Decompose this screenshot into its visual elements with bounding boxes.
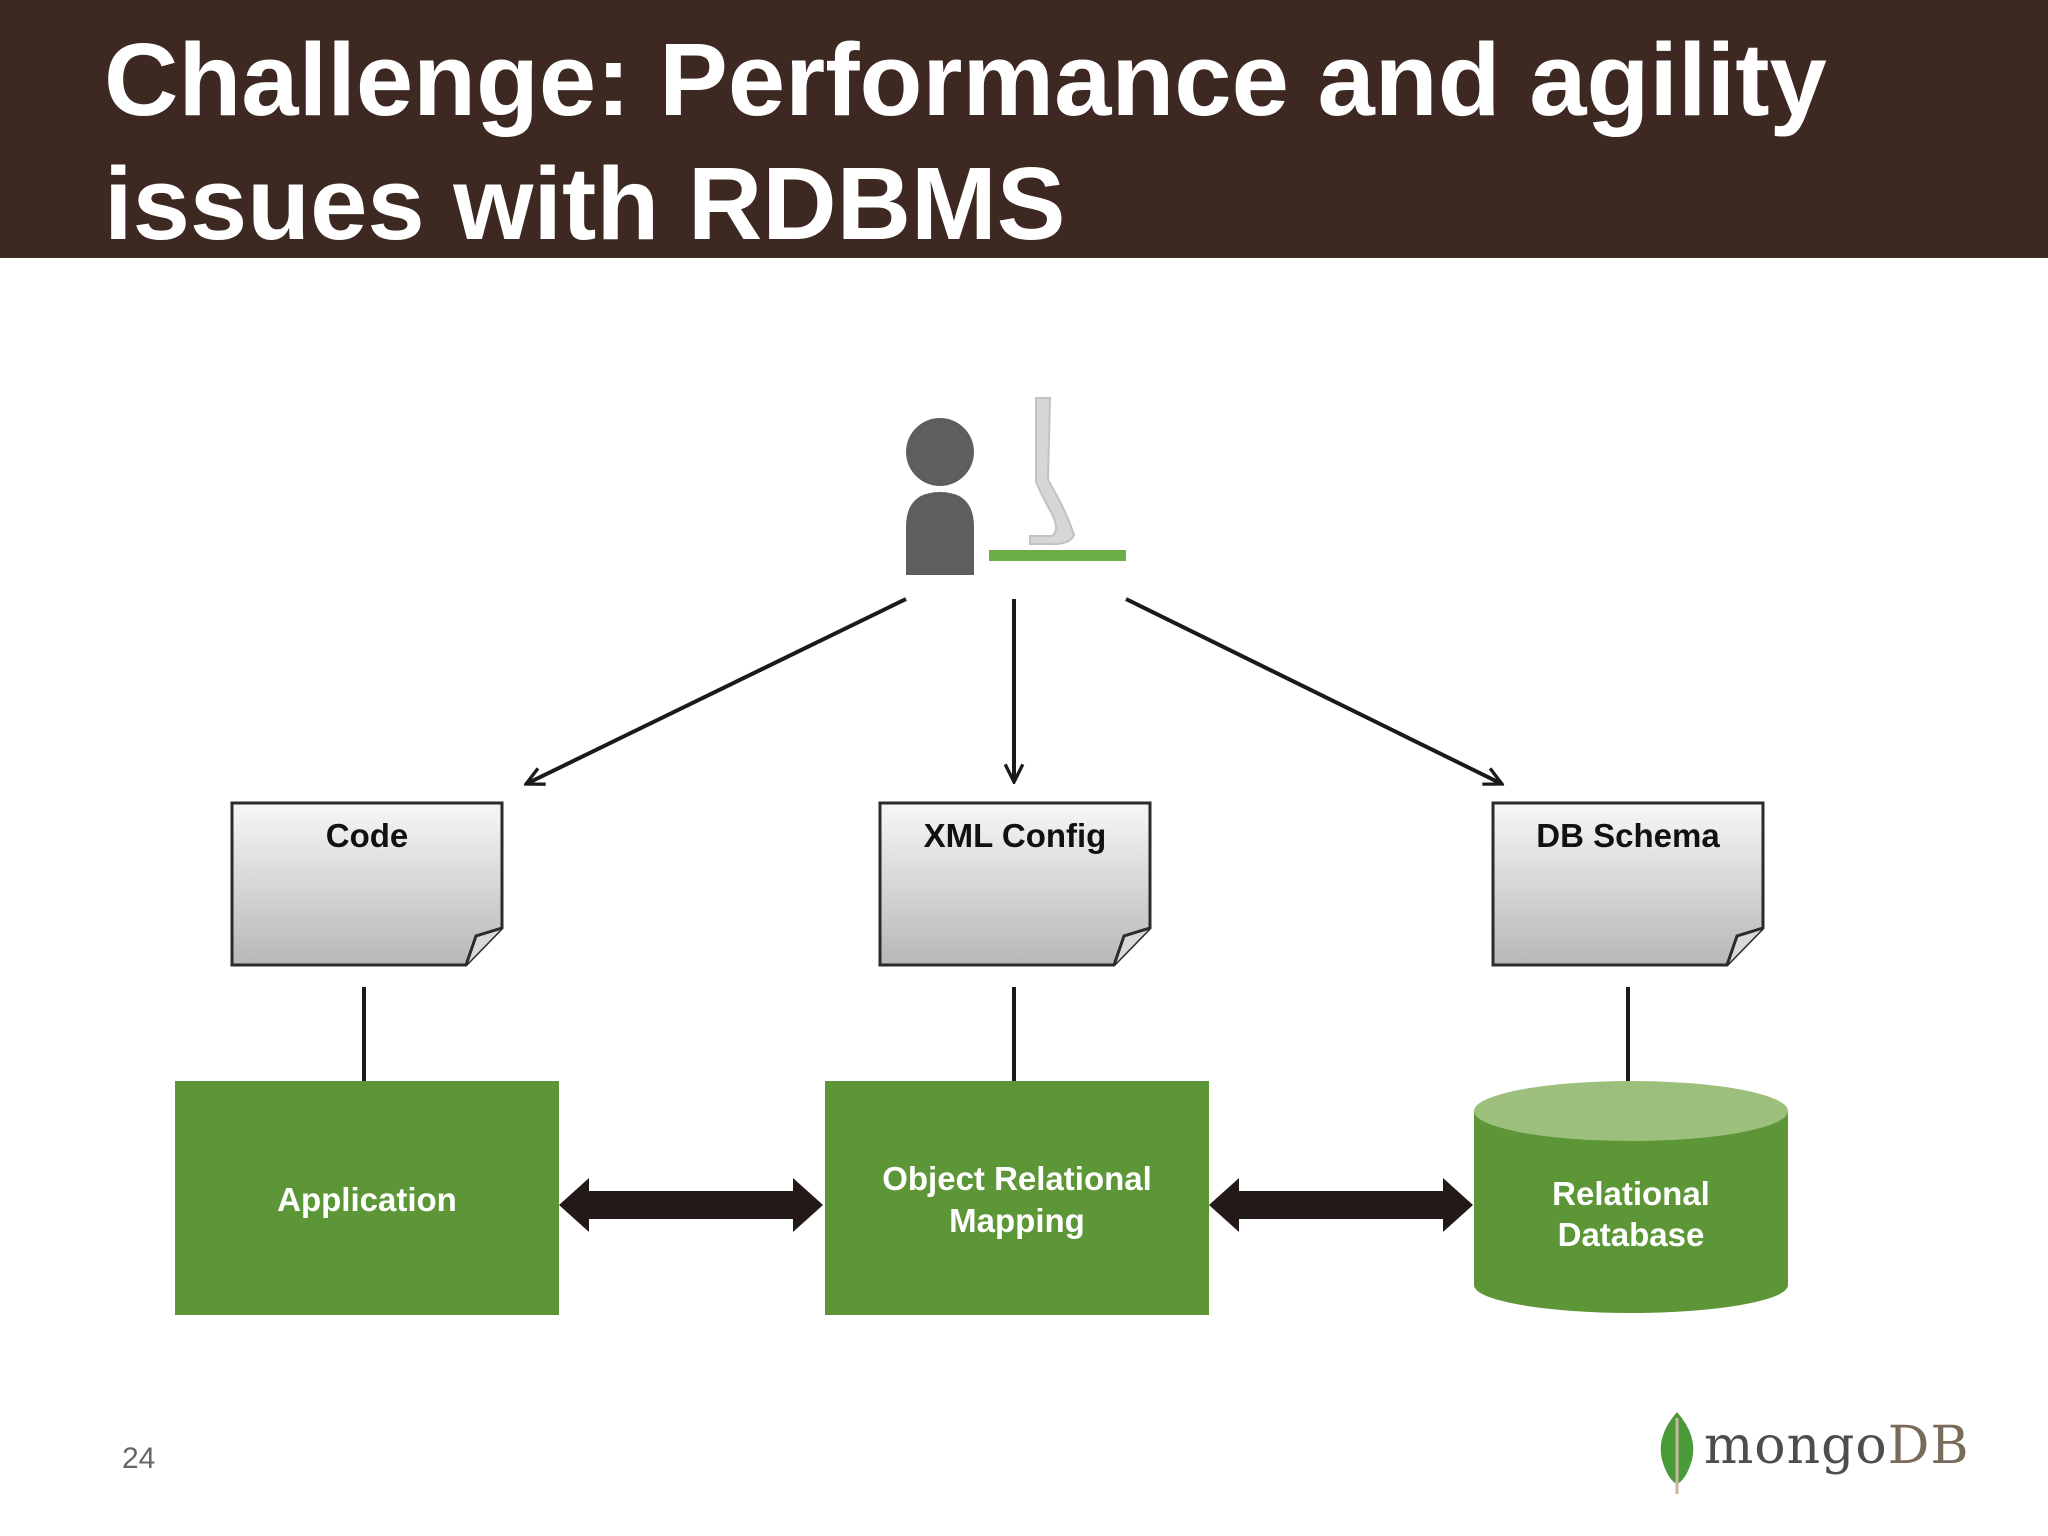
- component-orm-label-line-2: Mapping: [949, 1202, 1085, 1239]
- mongodb-wordmark-part1: mongo: [1704, 1416, 1888, 1476]
- doc-db-schema: DB Schema: [1491, 801, 1765, 967]
- mongodb-logo: mongoDB: [1654, 1410, 1969, 1496]
- slide-title-line-1: Challenge: Performance and agility: [104, 22, 1827, 137]
- page-number: 24: [122, 1442, 156, 1475]
- component-application-label: Application: [277, 1181, 457, 1218]
- mongodb-leaf-icon: [1660, 1412, 1694, 1494]
- monitor-icon: [989, 397, 1126, 561]
- doc-xml-config: XML Config: [878, 801, 1152, 967]
- double-arrow-application-orm: [559, 1178, 823, 1232]
- title-bar: Challenge: Performance and agility issue…: [0, 0, 2048, 261]
- component-database-label-line-2: Database: [1558, 1216, 1705, 1253]
- arrow-person-to-code: [526, 597, 907, 784]
- arrow-person-to-db-schema: [1125, 597, 1502, 786]
- slide-title-line-2: issues with RDBMS: [104, 146, 1066, 261]
- mongodb-wordmark-part2: DB: [1887, 1416, 1970, 1476]
- component-relational-database: Relational Database: [1474, 1081, 1788, 1313]
- slide-title: Challenge: Performance and agility issue…: [104, 18, 2004, 266]
- double-arrow-orm-database: [1209, 1178, 1473, 1232]
- component-orm-label-line-1: Object Relational: [882, 1160, 1152, 1197]
- component-application: Application: [175, 1081, 559, 1315]
- doc-db-schema-label: DB Schema: [1536, 817, 1720, 854]
- doc-code: Code: [230, 801, 504, 967]
- mongodb-wordmark: mongoDB: [1704, 1416, 1970, 1476]
- component-database-label-line-1: Relational: [1552, 1175, 1710, 1212]
- doc-xml-config-label: XML Config: [924, 817, 1107, 854]
- doc-code-label: Code: [326, 817, 409, 854]
- person-icon: [906, 418, 974, 575]
- component-orm: Object Relational Mapping: [825, 1081, 1209, 1315]
